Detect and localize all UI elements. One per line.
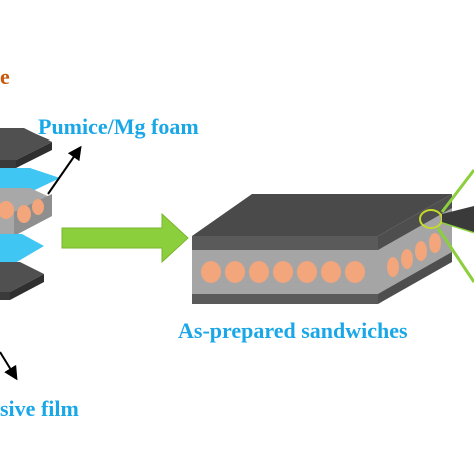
pointer-arrow-icon: [0, 351, 18, 381]
pore: [17, 205, 31, 223]
partial-title-label: e: [0, 64, 10, 89]
pore: [273, 261, 293, 283]
pore: [415, 241, 427, 261]
exploded-stack: [0, 128, 60, 300]
adhesive-film-label: sive film: [0, 396, 79, 421]
pore: [225, 261, 245, 283]
side-pores: [387, 233, 441, 277]
bottom-plate: [0, 262, 44, 300]
callout-line: [440, 169, 474, 213]
pore: [201, 261, 221, 283]
callout-line: [436, 227, 474, 283]
pore: [387, 257, 399, 277]
front-pores: [201, 261, 365, 283]
pore: [297, 261, 317, 283]
callout-shade: [442, 206, 474, 232]
as-prepared-sandwiches-label: As-prepared sandwiches: [178, 318, 408, 343]
pore: [401, 249, 413, 269]
pore: [429, 233, 441, 253]
pore: [32, 199, 44, 215]
pore: [249, 261, 269, 283]
bottom-blue-film: [0, 234, 44, 266]
core-slab: [0, 188, 52, 236]
pumice-mg-foam-label: Pumice/Mg foam: [38, 114, 199, 139]
top-plate: [0, 128, 52, 168]
pore: [0, 201, 14, 219]
sandwich-top-face: [192, 194, 452, 236]
assembled-sandwich: [192, 169, 474, 304]
pore: [345, 261, 365, 283]
right-arrow-icon: [61, 212, 189, 264]
pointer-arrow-icon: [47, 145, 82, 195]
pore: [321, 261, 341, 283]
